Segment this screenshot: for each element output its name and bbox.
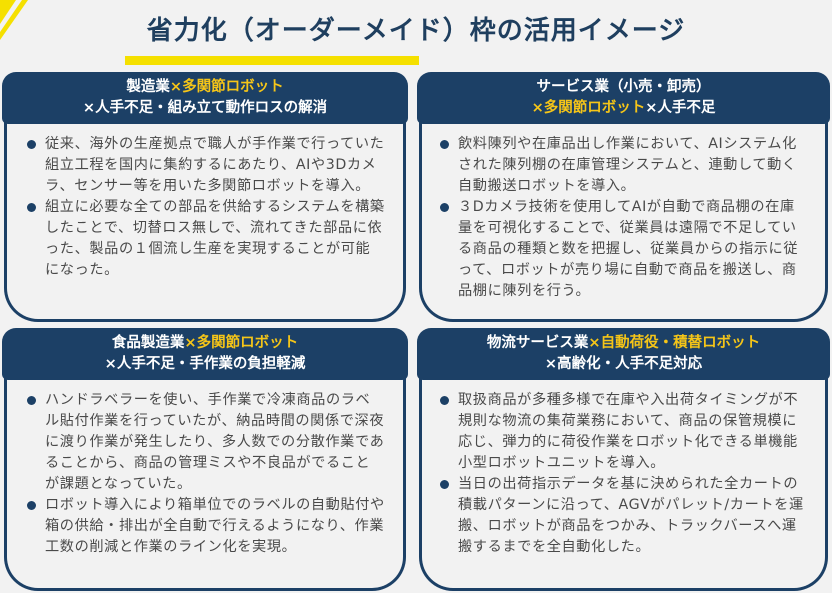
card-header-line2: ×人手不足・組み立て動作ロスの解消 xyxy=(2,98,408,119)
bullet-text: 取扱商品が多種多様で在庫や入出荷タイミングが不規則な物流の集荷業務において、商品… xyxy=(458,392,799,471)
bullet-text: 当日の出荷指示データを基に決められた全カートの積載パターンに沿って、AGVがパレ… xyxy=(458,476,804,555)
header-text: ×人手不足・手作業の負担軽減 xyxy=(104,356,306,372)
bullet-item: 取扱商品が多種多様で在庫や入出荷タイミングが不規則な物流の集荷業務において、商品… xyxy=(436,390,807,474)
card-header: 食品製造業×多関節ロボット ×人手不足・手作業の負担軽減 xyxy=(2,328,408,380)
bullet-dot-icon xyxy=(27,396,36,405)
card-header: 物流サービス業×自動荷役・積替ロボット ×高齢化・人手不足対応 xyxy=(417,328,830,380)
bullet-text: 従来、海外の生産拠点で職人が手作業で行っていた組立工程を国内に集約するにあたり、… xyxy=(45,136,385,194)
bullet-text: 飲料陳列や在庫品出し作業において、AIシステム化された陳列棚の在庫管理システムと… xyxy=(458,136,797,194)
bullet-list: ハンドラベラーを使い、手作業で冷凍商品のラベル貼付作業を行っていたが、納品時間の… xyxy=(23,390,385,558)
bullet-dot-icon xyxy=(440,203,449,212)
header-text: 物流サービス業 xyxy=(486,335,589,351)
card-header-line2: ×高齢化・人手不足対応 xyxy=(417,354,830,375)
case-card-manufacturing: 製造業×多関節ロボット ×人手不足・組み立て動作ロスの解消 従来、海外の生産拠点… xyxy=(2,72,408,322)
bullet-dot-icon xyxy=(440,480,449,489)
bullet-dot-icon xyxy=(440,140,449,149)
card-body: 取扱商品が多種多様で在庫や入出荷タイミングが不規則な物流の集荷業務において、商品… xyxy=(419,372,828,591)
header-text: サービス業（小売・卸売） xyxy=(536,79,711,95)
bullet-item: 従来、海外の生産拠点で職人が手作業で行っていた組立工程を国内に集約するにあたり、… xyxy=(23,134,385,197)
header-highlight: ×自動荷役・積替ロボット xyxy=(588,335,761,351)
header-text: 食品製造業 xyxy=(111,335,185,351)
card-header: サービス業（小売・卸売） ×多関節ロボット×人手不足 xyxy=(417,72,830,124)
card-header-line1: 物流サービス業×自動荷役・積替ロボット xyxy=(417,333,830,354)
card-body: 従来、海外の生産拠点で職人が手作業で行っていた組立工程を国内に集約するにあたり、… xyxy=(4,116,406,322)
bullet-item: 組立に必要な全ての部品を供給するシステムを構築したことで、切替ロス無しで、流れて… xyxy=(23,197,385,281)
bullet-list: 飲料陳列や在庫品出し作業において、AIシステム化された陳列棚の在庫管理システムと… xyxy=(436,134,807,302)
corner-stripe-decoration xyxy=(0,0,40,40)
page-title: 省力化（オーダーメイド）枠の活用イメージ xyxy=(146,16,686,46)
bullet-item: 当日の出荷指示データを基に決められた全カートの積載パターンに沿って、AGVがパレ… xyxy=(436,474,807,558)
bullet-text: ロボット導入により箱単位でのラベルの自動貼付や箱の供給・排出が全自動で行えるよう… xyxy=(45,497,385,555)
bullet-dot-icon xyxy=(27,140,36,149)
case-card-food-manufacturing: 食品製造業×多関節ロボット ×人手不足・手作業の負担軽減 ハンドラベラーを使い、… xyxy=(2,328,408,591)
card-header-line2: ×人手不足・手作業の負担軽減 xyxy=(2,354,408,375)
header-highlight: ×多関節ロボット xyxy=(531,100,646,116)
bullet-text: ハンドラベラーを使い、手作業で冷凍商品のラベル貼付作業を行っていたが、納品時間の… xyxy=(45,392,385,492)
bullet-item: ハンドラベラーを使い、手作業で冷凍商品のラベル貼付作業を行っていたが、納品時間の… xyxy=(23,390,385,495)
bullet-dot-icon xyxy=(440,396,449,405)
bullet-list: 従来、海外の生産拠点で職人が手作業で行っていた組立工程を国内に集約するにあたり、… xyxy=(23,134,385,281)
bullet-dot-icon xyxy=(27,501,36,510)
card-header-line2: ×多関節ロボット×人手不足 xyxy=(417,98,830,119)
card-header-line1: 食品製造業×多関節ロボット xyxy=(2,333,408,354)
header-text: ×人手不足・組み立て動作ロスの解消 xyxy=(82,100,328,116)
case-card-logistics: 物流サービス業×自動荷役・積替ロボット ×高齢化・人手不足対応 取扱商品が多種多… xyxy=(417,328,830,591)
card-header-line1: 製造業×多関節ロボット xyxy=(2,77,408,98)
bullet-list: 取扱商品が多種多様で在庫や入出荷タイミングが不規則な物流の集荷業務において、商品… xyxy=(436,390,807,558)
bullet-item: 飲料陳列や在庫品出し作業において、AIシステム化された陳列棚の在庫管理システムと… xyxy=(436,134,807,197)
card-body: ハンドラベラーを使い、手作業で冷凍商品のラベル貼付作業を行っていたが、納品時間の… xyxy=(4,372,406,591)
card-header: 製造業×多関節ロボット ×人手不足・組み立て動作ロスの解消 xyxy=(2,72,408,124)
header-text: ×高齢化・人手不足対応 xyxy=(544,356,703,372)
bullet-dot-icon xyxy=(27,203,36,212)
bullet-text: ３Dカメラ技術を使用してAIが自動で商品棚の在庫量を可視化することで、従業員は遠… xyxy=(458,199,799,299)
header-text: 製造業 xyxy=(126,79,170,95)
case-card-retail-service: サービス業（小売・卸売） ×多関節ロボット×人手不足 飲料陳列や在庫品出し作業に… xyxy=(417,72,830,322)
title-underline xyxy=(125,56,419,65)
bullet-item: ロボット導入により箱単位でのラベルの自動貼付や箱の供給・排出が全自動で行えるよう… xyxy=(23,495,385,558)
card-body: 飲料陳列や在庫品出し作業において、AIシステム化された陳列棚の在庫管理システムと… xyxy=(419,116,828,322)
header-highlight: ×多関節ロボット xyxy=(184,335,299,351)
header-text: ×人手不足 xyxy=(645,100,716,116)
bullet-item: ３Dカメラ技術を使用してAIが自動で商品棚の在庫量を可視化することで、従業員は遠… xyxy=(436,197,807,302)
header-highlight: ×多関節ロボット xyxy=(169,79,284,95)
card-header-line1: サービス業（小売・卸売） xyxy=(417,77,830,98)
bullet-text: 組立に必要な全ての部品を供給するシステムを構築したことで、切替ロス無しで、流れて… xyxy=(45,199,385,278)
